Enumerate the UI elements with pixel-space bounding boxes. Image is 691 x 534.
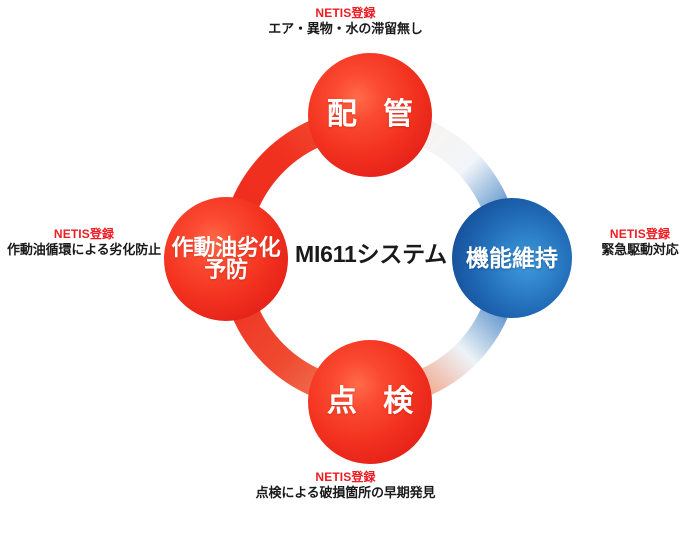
node-inspection[interactable]: 点 検 <box>308 340 432 464</box>
callout-function-maintenance: NETIS登録 緊急駆動対応 <box>592 227 688 258</box>
node-piping[interactable]: 配 管 <box>308 53 432 177</box>
callout-piping: NETIS登録 エア・異物・水の滞留無し <box>0 6 691 37</box>
netis-badge-right: NETIS登録 <box>609 227 671 241</box>
callout-inspection: NETIS登録 点検による破損箇所の早期発見 <box>0 470 691 501</box>
callout-oil-degradation-prevention: NETIS登録 作動油循環による劣化防止 <box>6 227 162 258</box>
node-inspection-label: 点 検 <box>326 385 423 418</box>
callout-oil-degradation-prevention-text: 作動油循環による劣化防止 <box>6 242 162 257</box>
node-oil-degradation-prevention-label: 作動油劣化予防 <box>171 235 281 282</box>
callout-function-maintenance-text: 緊急駆動対応 <box>601 242 679 257</box>
netis-badge-bottom: NETIS登録 <box>315 470 376 484</box>
callout-inspection-text: 点検による破損箇所の早期発見 <box>255 485 436 500</box>
netis-badge-top: NETIS登録 <box>315 6 376 20</box>
center-system-title: MI611システム <box>295 241 447 267</box>
node-piping-label: 配 管 <box>326 98 423 131</box>
netis-badge-left: NETIS登録 <box>53 227 115 241</box>
callout-piping-text: エア・異物・水の滞留無し <box>268 21 423 36</box>
node-function-maintenance[interactable]: 機能維持 <box>452 198 572 318</box>
node-function-maintenance-label: 機能維持 <box>466 244 558 271</box>
node-oil-degradation-prevention[interactable]: 作動油劣化予防 <box>164 197 288 321</box>
